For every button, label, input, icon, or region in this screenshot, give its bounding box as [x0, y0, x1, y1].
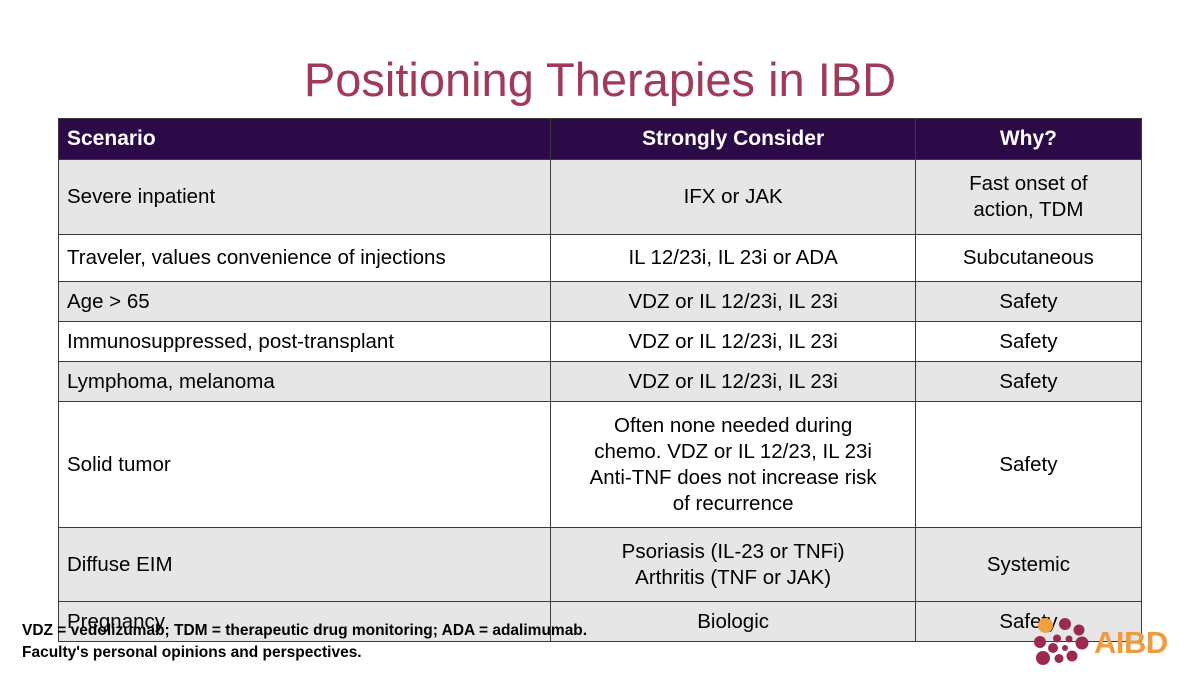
aibd-dot-cluster-icon	[1034, 618, 1089, 665]
cell-why: Subcutaneous	[914, 234, 1143, 282]
cell-scenario: Age > 65	[57, 281, 552, 322]
cell-scenario: Pregnancy	[57, 601, 552, 642]
cell-strongly-consider: Often none needed during chemo. VDZ or I…	[550, 401, 916, 528]
table-row: Solid tumor Often none needed during che…	[57, 401, 1143, 528]
cell-scenario: Severe inpatient	[57, 159, 552, 235]
table-header-row: Scenario Strongly Consider Why?	[57, 118, 1143, 160]
cell-why: Safety	[914, 401, 1143, 528]
table-row: Immunosuppressed, post-transplant VDZ or…	[57, 321, 1143, 362]
aibd-logo: AIBD	[1032, 617, 1188, 669]
cell-scenario: Immunosuppressed, post-transplant	[57, 321, 552, 362]
positioning-therapies-table: Scenario Strongly Consider Why? Severe i…	[57, 118, 1143, 642]
column-header-scenario: Scenario	[57, 118, 552, 160]
footnote: VDZ = vedolizumab; TDM = therapeutic dru…	[22, 620, 587, 664]
cell-scenario: Solid tumor	[57, 401, 552, 528]
cell-strongly-consider: VDZ or IL 12/23i, IL 23i	[550, 281, 916, 322]
table-row: Diffuse EIM Psoriasis (IL-23 or TNFi) Ar…	[57, 527, 1143, 602]
cell-why: Systemic	[914, 527, 1143, 602]
cell-strongly-consider: Psoriasis (IL-23 or TNFi) Arthritis (TNF…	[550, 527, 916, 602]
cell-why: Safety	[914, 601, 1143, 642]
cell-why: Safety	[914, 361, 1143, 402]
aibd-wordmark: AIBD	[1094, 625, 1168, 660]
cell-strongly-consider: VDZ or IL 12/23i, IL 23i	[550, 361, 916, 402]
cell-strongly-consider: VDZ or IL 12/23i, IL 23i	[550, 321, 916, 362]
footnote-line-abbreviations: VDZ = vedolizumab; TDM = therapeutic dru…	[22, 622, 588, 639]
cell-why: Fast onset of action, TDM	[914, 159, 1143, 235]
cell-scenario: Lymphoma, melanoma	[57, 361, 552, 402]
table-row: Severe inpatient IFX or JAK Fast onset o…	[57, 159, 1143, 235]
cell-why: Safety	[914, 281, 1143, 322]
cell-scenario: Traveler, values convenience of injectio…	[57, 234, 552, 282]
column-header-strongly-consider: Strongly Consider	[550, 118, 916, 160]
cell-scenario: Diffuse EIM	[57, 527, 552, 602]
table-row: Age > 65 VDZ or IL 12/23i, IL 23i Safety	[57, 281, 1143, 322]
cell-why: Safety	[914, 321, 1143, 362]
cell-strongly-consider: Biologic	[550, 601, 916, 642]
table-row: Lymphoma, melanoma VDZ or IL 12/23i, IL …	[57, 361, 1143, 402]
table-header: Scenario Strongly Consider Why?	[57, 118, 1143, 160]
table-row: Pregnancy Biologic Safety	[57, 601, 1143, 642]
column-header-why: Why?	[914, 118, 1143, 160]
table-row: Traveler, values convenience of injectio…	[57, 234, 1143, 282]
table-body: Severe inpatient IFX or JAK Fast onset o…	[57, 159, 1143, 642]
cell-strongly-consider: IFX or JAK	[550, 159, 916, 235]
page-title: Positioning Therapies in IBD	[303, 53, 897, 106]
footnote-line-disclaimer: Faculty's personal opinions and perspect…	[22, 644, 362, 661]
cell-strongly-consider: IL 12/23i, IL 23i or ADA	[550, 234, 916, 282]
